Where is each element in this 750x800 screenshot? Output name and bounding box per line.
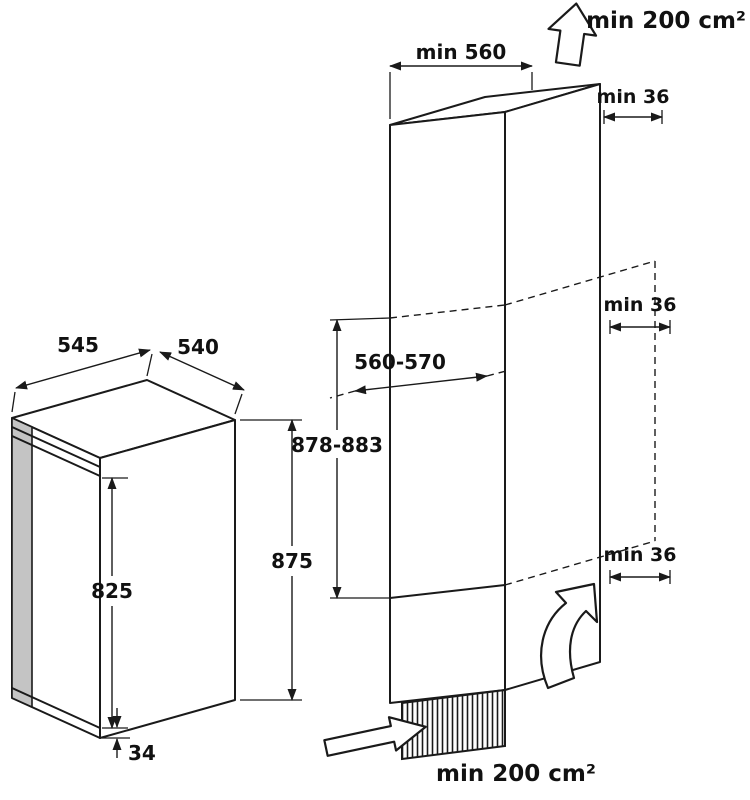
airflow-in-arrow xyxy=(323,716,427,757)
dim-niche-width-range: 560-570 xyxy=(329,350,507,399)
door-height-label: 825 xyxy=(91,579,133,603)
cabinet-side-face xyxy=(504,83,601,691)
appliance-depth-label: 545 xyxy=(57,333,99,357)
plinth-height-label: 34 xyxy=(128,741,156,765)
fridge-door-panel xyxy=(11,417,33,708)
niche-outline xyxy=(389,260,656,599)
airflow-up-arrow xyxy=(547,2,598,67)
clearance-middle-label: min 36 xyxy=(604,294,677,316)
airflow-curved-arrow xyxy=(540,582,599,690)
appliance-height-label: 875 xyxy=(271,549,313,573)
top-vent-label: min 200 cm² xyxy=(586,8,746,34)
dim-niche-min-width: min 560 xyxy=(389,40,533,119)
dim-appliance-height: 875 xyxy=(240,419,313,701)
cabinet-front-face xyxy=(389,111,506,704)
top-vent: min 200 cm² xyxy=(547,2,746,67)
bottom-vent: min 200 cm² xyxy=(323,716,596,787)
niche-min-width-label: min 560 xyxy=(416,40,507,64)
dim-appliance-width: 540 xyxy=(159,335,245,415)
appliance-drawing xyxy=(11,379,236,739)
dim-appliance-depth: 545 xyxy=(11,333,153,413)
clearance-top-label: min 36 xyxy=(597,86,670,108)
dim-clearance-top: min 36 xyxy=(597,86,670,124)
dim-clearance-bottom: min 36 xyxy=(604,544,677,584)
dim-plinth-height: 34 xyxy=(102,708,156,765)
dim-niche-height-range: 878-883 xyxy=(291,317,391,599)
niche-width-range-label: 560-570 xyxy=(354,350,446,374)
appliance-width-label: 540 xyxy=(177,335,219,359)
niche-height-range-label: 878-883 xyxy=(291,433,383,457)
cabinet-column xyxy=(389,83,656,761)
bottom-vent-label: min 200 cm² xyxy=(436,761,596,787)
dim-door-height: 825 xyxy=(91,477,133,729)
clearance-bottom-label: min 36 xyxy=(604,544,677,566)
dim-clearance-middle: min 36 xyxy=(604,294,677,334)
